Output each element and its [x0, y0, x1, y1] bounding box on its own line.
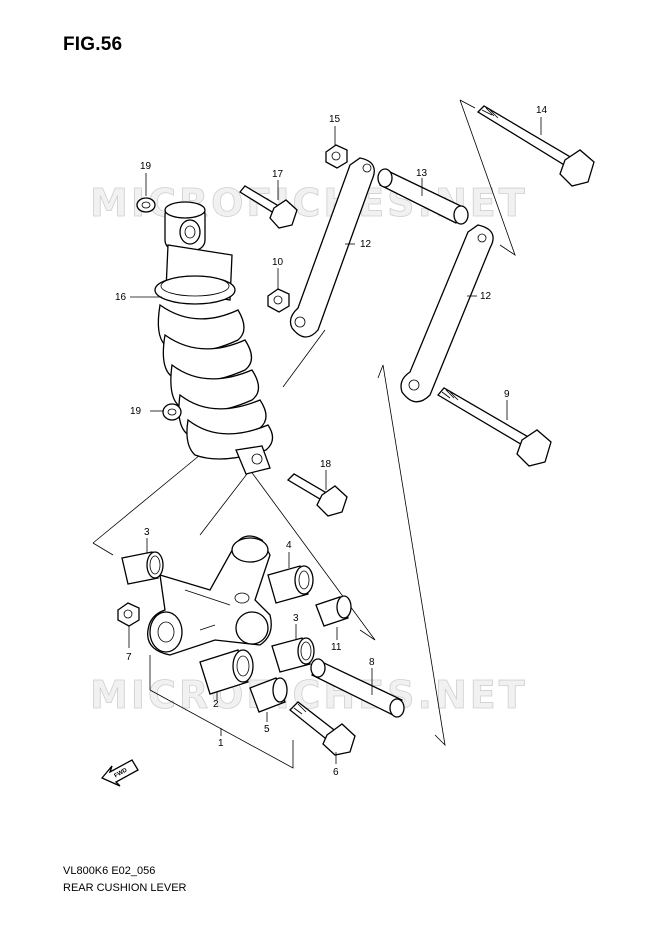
- bolt-6: [289, 701, 356, 756]
- callout-labels: 14 15 19 17 13 12 10 12 16 9 19 18 3 4 3…: [115, 105, 548, 778]
- model-code: VL800K6 E02_056: [63, 865, 156, 877]
- forward-arrow-icon: FWD: [100, 759, 139, 787]
- callout-3-upper: 3: [144, 527, 150, 538]
- callout-leaders: [128, 117, 542, 764]
- diagram-caption: REAR CUSHION LEVER: [63, 882, 187, 894]
- bushing-2: [199, 649, 254, 695]
- callout-17: 17: [272, 169, 284, 180]
- callout-19-upper: 19: [140, 161, 152, 172]
- callout-15: 15: [329, 114, 341, 125]
- callout-4: 4: [286, 540, 292, 551]
- leader-lines: [92, 99, 516, 769]
- collar-13: [377, 168, 469, 225]
- callout-8: 8: [369, 657, 375, 668]
- bolt-14: [476, 105, 595, 187]
- callout-14: 14: [536, 105, 548, 116]
- bolt-17: [239, 185, 298, 229]
- callout-13: 13: [416, 168, 428, 179]
- callout-18: 18: [320, 459, 332, 470]
- callout-12-left: 12: [360, 239, 372, 250]
- callout-16: 16: [115, 292, 127, 303]
- cushion-lever: [147, 535, 272, 656]
- washer-19-upper: [136, 197, 156, 213]
- callout-9: 9: [504, 389, 510, 400]
- cushion-rod-12-right: [400, 224, 494, 403]
- rear-shock-absorber: [154, 201, 274, 475]
- callout-6: 6: [333, 767, 339, 778]
- washer-19-lower: [162, 403, 182, 421]
- nut-10: [267, 288, 290, 313]
- bolt-9: [437, 387, 552, 467]
- spacer-11: [315, 595, 352, 627]
- callout-12-right: 12: [480, 291, 492, 302]
- callout-1: 1: [218, 738, 224, 749]
- callout-11: 11: [331, 642, 342, 653]
- callout-10: 10: [272, 257, 284, 268]
- bushing-3-lower: [271, 637, 315, 673]
- bushing-3-upper: [121, 551, 164, 585]
- collar-8: [310, 658, 405, 718]
- figure-title: FIG.56: [63, 34, 123, 55]
- spacer-5: [249, 677, 288, 713]
- callout-3-lower: 3: [293, 613, 299, 624]
- callout-2: 2: [213, 699, 219, 710]
- bushing-4: [267, 565, 314, 604]
- callout-19-lower: 19: [130, 406, 142, 417]
- nut-7: [117, 602, 140, 627]
- bolt-18: [286, 473, 348, 517]
- callout-5: 5: [264, 724, 270, 735]
- nut-15: [325, 144, 348, 169]
- cushion-rod-12-left: [289, 157, 375, 338]
- callout-7: 7: [126, 652, 132, 663]
